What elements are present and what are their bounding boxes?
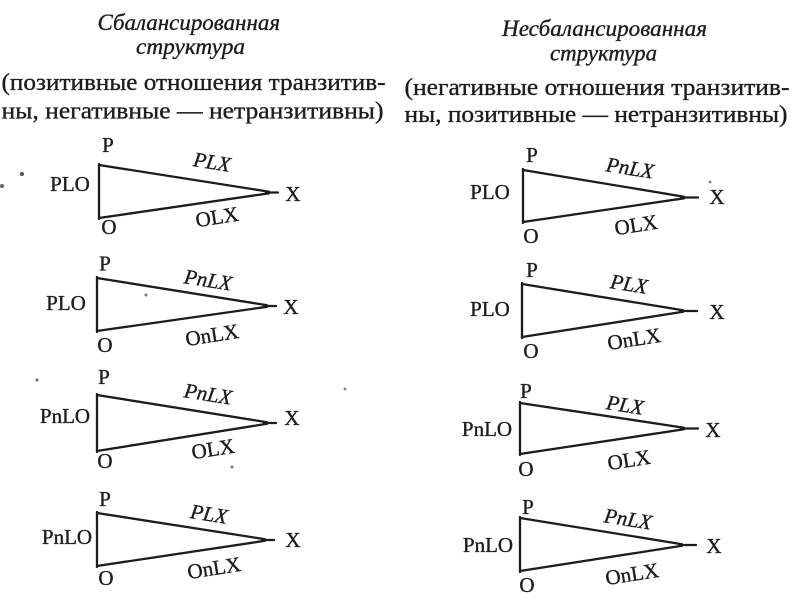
svg-text:OLX: OLX: [194, 202, 240, 232]
svg-text:PLO: PLO: [46, 291, 86, 315]
svg-text:O: O: [97, 333, 112, 357]
svg-text:P: P: [98, 365, 110, 389]
svg-text:(позитивные отношения транзити: (позитивные отношения транзитив-: [2, 70, 386, 96]
svg-text:PLO: PLO: [50, 172, 90, 196]
svg-text:PnLO: PnLO: [40, 404, 90, 428]
svg-text:PnLO: PnLO: [463, 533, 513, 557]
svg-text:структура: структура: [550, 41, 657, 66]
svg-text:P: P: [526, 143, 538, 167]
svg-text:X: X: [284, 406, 299, 430]
svg-text:P: P: [520, 379, 532, 403]
svg-text:O: O: [97, 449, 112, 473]
svg-text:O: O: [98, 566, 113, 590]
svg-text:PLX: PLX: [191, 147, 234, 177]
svg-text:PLX: PLX: [604, 390, 647, 420]
svg-text:O: O: [523, 339, 538, 363]
svg-text:X: X: [706, 534, 721, 558]
svg-text:O: O: [518, 457, 533, 481]
svg-text:P: P: [522, 495, 534, 519]
svg-text:O: O: [101, 215, 116, 239]
svg-text:P: P: [526, 258, 538, 282]
svg-text:ны, позитивные — нетранзитивны: ны, позитивные — нетранзитивны): [405, 102, 788, 128]
svg-text:(негативные отношения транзити: (негативные отношения транзитив-: [405, 75, 790, 101]
svg-text:Несбалансированная: Несбалансированная: [501, 16, 707, 41]
svg-text:ны, негативные — нетранзитивны: ны, негативные — нетранзитивны): [2, 99, 384, 125]
svg-text:Сбалансированная: Сбалансированная: [98, 10, 281, 35]
svg-text:PLO: PLO: [470, 180, 510, 204]
svg-text:PLO: PLO: [470, 297, 510, 321]
svg-text:X: X: [283, 295, 298, 319]
svg-text:PnLO: PnLO: [462, 417, 512, 441]
svg-text:O: O: [523, 224, 538, 248]
svg-text:X: X: [709, 185, 724, 209]
svg-text:P: P: [102, 133, 114, 157]
svg-text:PLX: PLX: [188, 499, 231, 529]
svg-text:X: X: [285, 182, 300, 206]
svg-text:P: P: [99, 487, 111, 511]
svg-text:структура: структура: [136, 34, 245, 59]
svg-text:X: X: [285, 528, 300, 552]
svg-text:X: X: [709, 300, 724, 324]
svg-text:P: P: [99, 252, 111, 276]
svg-text:X: X: [705, 418, 720, 442]
svg-text:PnLO: PnLO: [42, 525, 92, 549]
svg-text:O: O: [519, 573, 534, 597]
